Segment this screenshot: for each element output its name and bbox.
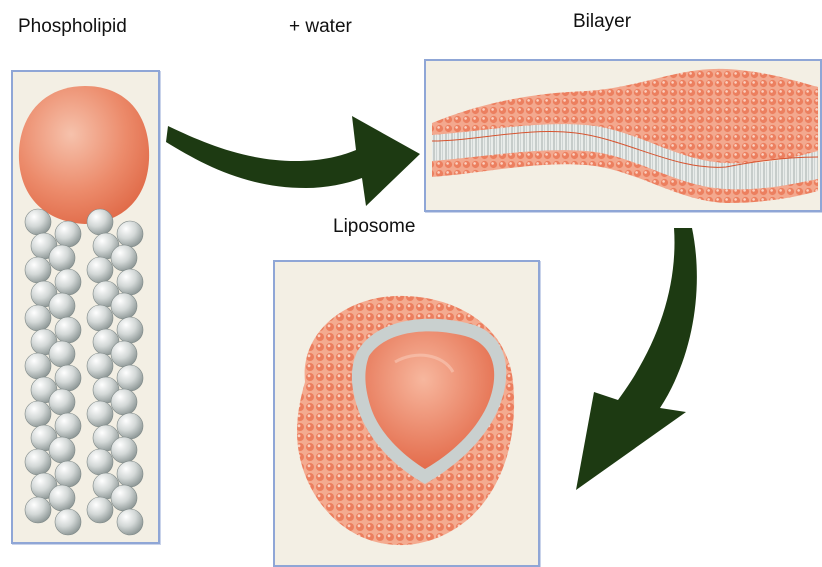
tail-bead — [87, 497, 113, 523]
liposome-illustration — [275, 262, 538, 565]
tail-bead — [55, 317, 81, 343]
tail-bead — [25, 449, 51, 475]
tail-bead — [87, 305, 113, 331]
tail-bead — [25, 257, 51, 283]
curved-arrow-down-left-icon — [574, 226, 724, 494]
tail-bead — [111, 293, 137, 319]
tail-bead — [25, 305, 51, 331]
tail-bead — [111, 437, 137, 463]
tail-bead — [55, 461, 81, 487]
tail-bead — [117, 365, 143, 391]
tail-bead — [55, 221, 81, 247]
tail-bead — [49, 485, 75, 511]
tail-bead — [111, 245, 137, 271]
tail-bead — [55, 269, 81, 295]
tail-bead — [25, 497, 51, 523]
tail-bead — [55, 413, 81, 439]
liposome-label: Liposome — [333, 216, 415, 238]
bilayer-illustration — [426, 61, 820, 210]
tail-bead — [117, 317, 143, 343]
tail-bead — [111, 389, 137, 415]
liposome-panel — [273, 260, 540, 567]
water-label: + water — [289, 16, 352, 38]
tail-bead — [49, 341, 75, 367]
tail-bead — [49, 437, 75, 463]
phospholipid-head — [19, 86, 149, 224]
tail-bead — [87, 209, 113, 235]
bilayer-panel — [424, 59, 822, 212]
curved-arrow-right-icon — [166, 108, 422, 208]
tail-bead — [87, 353, 113, 379]
tail-bead — [25, 209, 51, 235]
tail-bead — [111, 341, 137, 367]
tail-bead — [25, 353, 51, 379]
tail-bead — [55, 509, 81, 535]
tail-bead — [49, 293, 75, 319]
tail-bead — [111, 485, 137, 511]
tail-bead — [25, 401, 51, 427]
tail-bead — [87, 257, 113, 283]
tail-bead — [87, 401, 113, 427]
phospholipid-tails — [25, 209, 143, 535]
tail-bead — [49, 245, 75, 271]
bilayer-label: Bilayer — [573, 11, 631, 33]
phospholipid-illustration — [13, 72, 158, 542]
phospholipid-panel — [11, 70, 160, 544]
tail-bead — [117, 461, 143, 487]
tail-bead — [55, 365, 81, 391]
tail-bead — [117, 509, 143, 535]
tail-bead — [87, 449, 113, 475]
tail-bead — [49, 389, 75, 415]
tail-bead — [117, 413, 143, 439]
tail-bead — [117, 269, 143, 295]
tail-bead — [117, 221, 143, 247]
phospholipid-label: Phospholipid — [18, 16, 127, 38]
